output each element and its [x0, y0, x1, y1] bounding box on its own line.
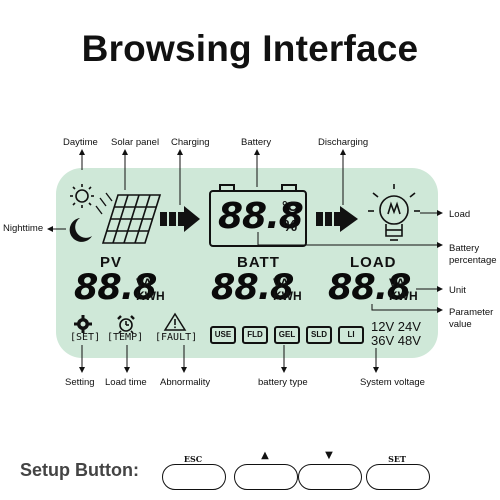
- esc-button[interactable]: [162, 464, 226, 490]
- callout-system-voltage: System voltage: [360, 377, 425, 388]
- battery-type-use: USE: [210, 326, 236, 344]
- set-button-label: SET: [388, 454, 406, 464]
- callout-load: Load: [449, 209, 471, 220]
- solar-panel-icon: [101, 194, 162, 244]
- set-label: [SET]: [70, 332, 101, 343]
- down-button-label: ▼: [325, 450, 333, 461]
- load-unit-va: VA: [389, 276, 405, 290]
- callout-lines: [47, 149, 443, 373]
- callout-parameter-value: Parameter value: [449, 307, 493, 331]
- callout-nighttime: Nighttime: [3, 223, 44, 234]
- voltages-row2: 36V 48V: [371, 333, 421, 348]
- sun-icon: [70, 184, 94, 208]
- setup-button-label: Setup Button:: [20, 460, 139, 480]
- batt-unit-va: VA: [273, 276, 289, 290]
- sun-rays-icon: [95, 192, 113, 215]
- temp-unit: °C: [282, 198, 298, 214]
- batt-unit-kwh: KWH: [273, 289, 302, 303]
- batt-reading: 88.8: [211, 268, 294, 308]
- callout-unit: Unit: [449, 285, 466, 296]
- voltages-row1: 12V 24V: [371, 319, 421, 334]
- callout-battery-percentage-line2: percentage: [449, 255, 497, 266]
- pv-reading: 88.8: [74, 268, 157, 308]
- temp-label: [TEMP]: [107, 332, 144, 343]
- pv-label: PV: [100, 254, 123, 271]
- callout-setting: Setting: [65, 377, 95, 388]
- callout-battery-percentage: Battery percentage: [449, 243, 497, 267]
- load-units: VA KWH: [389, 277, 418, 303]
- callout-parameter-value-line2: value: [449, 319, 472, 330]
- charging-arrow-icon: [160, 206, 200, 232]
- pv-units: VA KWH: [136, 277, 165, 303]
- gear-icon: [74, 315, 92, 333]
- callout-solar-panel: Solar panel: [111, 137, 160, 148]
- callout-battery: Battery: [241, 137, 272, 148]
- callout-battery-type: battery type: [258, 377, 308, 388]
- callout-battery-percentage-line1: Battery: [449, 243, 480, 254]
- battery-type-li: LI: [338, 326, 364, 344]
- callout-abnormality: Abnormality: [160, 377, 211, 388]
- batt-units: VA KWH: [273, 277, 302, 303]
- esc-button-label: ESC: [183, 454, 203, 464]
- moon-icon: [69, 218, 92, 242]
- battery-icon: [209, 184, 307, 247]
- load-label: LOAD: [350, 254, 397, 271]
- percent-unit: %: [283, 218, 298, 235]
- callout-parameter-value-line1: Parameter: [449, 307, 494, 318]
- callout-load-time: Load time: [105, 377, 147, 388]
- battery-reading: 88.8: [218, 196, 304, 237]
- load-unit-kwh: KWH: [389, 289, 418, 303]
- down-button[interactable]: [298, 464, 362, 490]
- up-button[interactable]: [234, 464, 298, 490]
- battery-type-gel: GEL: [274, 326, 300, 344]
- load-reading: 88.8: [328, 268, 411, 308]
- battery-type-fld: FLD: [242, 326, 268, 344]
- alarm-clock-icon: [117, 315, 135, 334]
- pv-unit-kwh: KWH: [136, 289, 165, 303]
- discharging-arrow-icon: [316, 206, 358, 232]
- callout-daytime: Daytime: [63, 137, 98, 148]
- callout-discharging: Discharging: [318, 137, 369, 148]
- warning-icon: [163, 312, 187, 331]
- fault-label: [FAULT]: [155, 332, 198, 343]
- page-title: Browsing Interface: [81, 28, 419, 69]
- light-bulb-icon: [368, 184, 420, 241]
- set-button[interactable]: [366, 464, 430, 490]
- pv-unit-va: VA: [136, 276, 152, 290]
- battery-type-sld: SLD: [306, 326, 332, 344]
- up-button-label: ▲: [261, 450, 269, 461]
- batt-label: BATT: [237, 254, 280, 271]
- callout-charging: Charging: [171, 137, 210, 148]
